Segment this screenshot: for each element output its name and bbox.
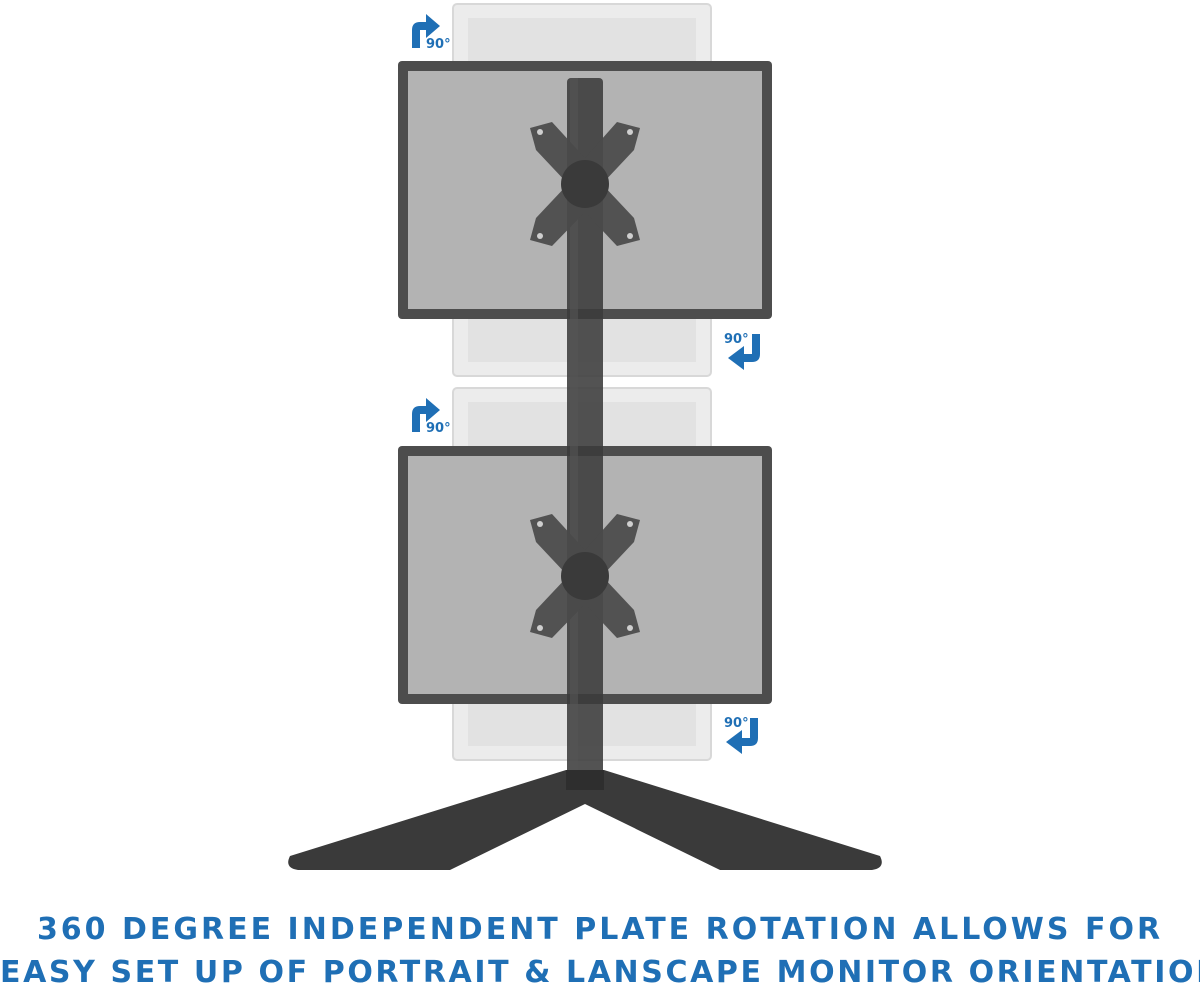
rotate-up-right-arrow-icon [412,398,440,432]
stand-base [288,770,882,870]
rotation-arrow-mid-left: 90° [412,398,451,436]
rotation-label: 90° [724,332,749,347]
caption-line-2: EASY SET UP OF PORTRAIT & LANSCAPE MONIT… [0,955,1200,990]
caption-line-1: 360 DEGREE INDEPENDENT PLATE ROTATION AL… [36,912,1164,947]
rotate-down-left-arrow-icon [728,334,760,370]
rotate-down-left-arrow-icon [726,718,758,754]
rotate-up-right-arrow-icon [412,14,440,48]
rotation-label: 90° [724,716,749,731]
top-vesa-plate [530,122,640,246]
bottom-vesa-plate [530,514,640,638]
rotation-arrow-mid-right: 90° [724,332,760,370]
rotation-label: 90° [426,421,451,436]
rotation-arrow-bottom-right: 90° [724,716,758,754]
rotation-label: 90° [426,37,451,52]
rotation-arrow-top-left: 90° [412,14,451,52]
